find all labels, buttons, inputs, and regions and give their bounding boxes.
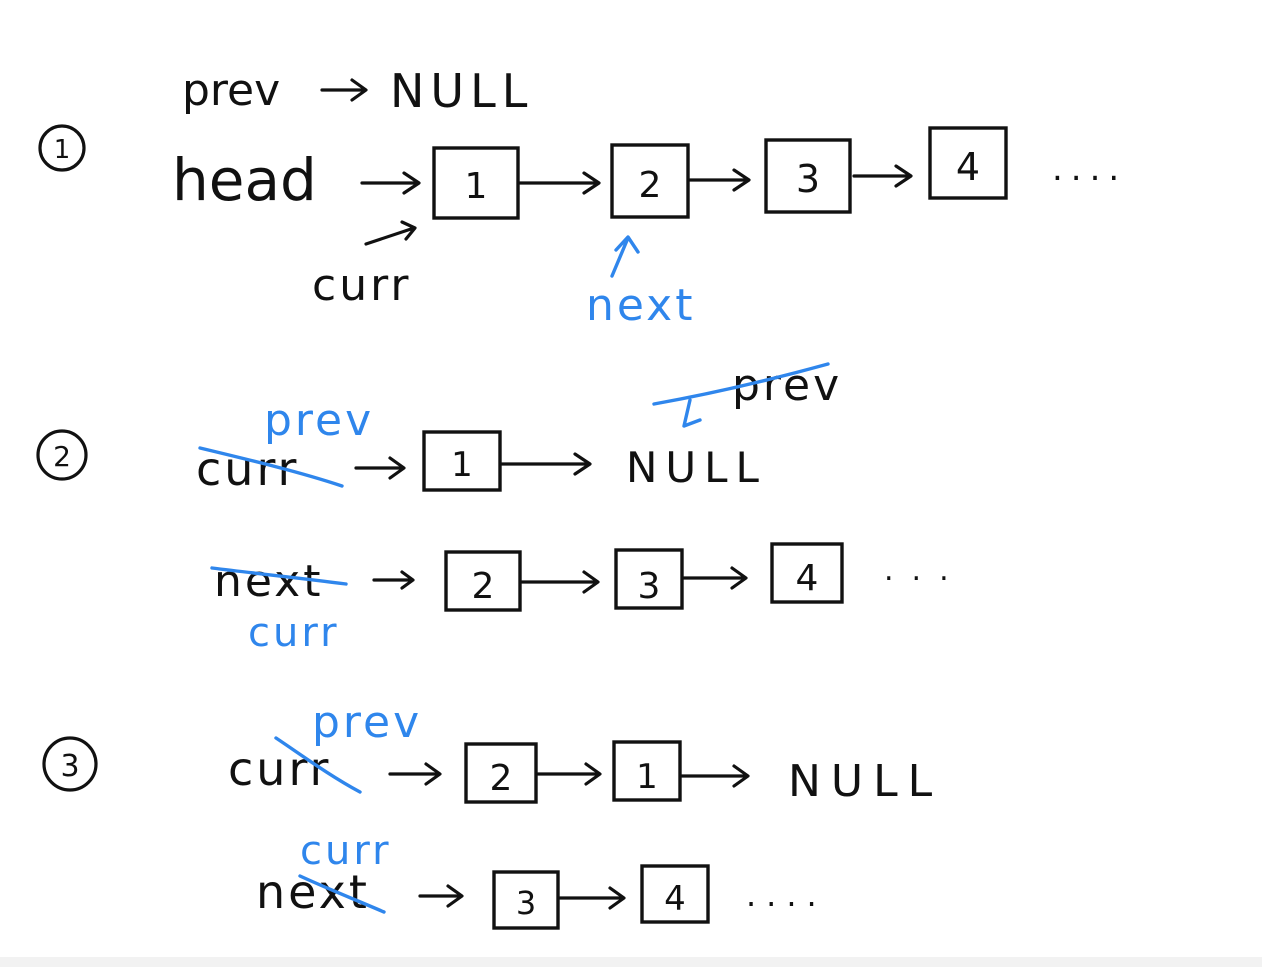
step-2-node-1: 1 [422,430,502,492]
node-value: 2 [472,566,495,607]
arrow-icon [500,452,592,476]
step-2-null: NULL [626,443,767,492]
step-2-marker: 2 [36,429,88,481]
step-2-node-3: 3 [614,548,684,610]
node-value: 2 [490,758,513,799]
arrow-icon [680,764,750,788]
arrow-icon [360,171,421,195]
arrow-icon [558,886,626,910]
step-1-head-label: head [172,146,317,214]
step-1-prev-null: NULL [390,64,533,118]
node-value: 1 [451,445,473,485]
step-3-node-1: 1 [612,740,682,802]
node-value: 4 [956,145,980,189]
arrow-icon [536,762,602,786]
node-value: 1 [636,757,658,797]
strike-through [210,566,348,586]
step-2-next-struck: next [214,556,323,607]
bottom-strip [0,957,1262,967]
step-3-node-2: 2 [464,742,538,804]
step-3: 3 prev curr 2 1 NULL curr next 3 4 [42,697,942,930]
step-2-marker-label: 2 [53,440,71,473]
step-1-node-2: 2 [610,143,690,219]
arrow-icon [688,168,751,192]
arrow-icon [520,570,600,594]
step-2-ellipsis: ... [884,553,967,588]
node-value: 3 [516,884,536,922]
step-1-curr-label: curr [312,260,411,311]
arrow-icon [372,570,415,590]
step-1-next-label: next [586,280,695,331]
step-3-null: NULL [788,756,942,807]
node-value: 1 [465,166,488,207]
step-1-node-4: 4 [928,126,1008,200]
node-value: 3 [638,566,661,607]
step-1-prev-label: prev [182,65,280,116]
arrow-icon [388,762,442,786]
step-2-prev-replacement: prev [264,395,374,446]
arrow-icon [364,220,417,246]
step-3-prev-replacement: prev [312,697,422,748]
step-2-curr-replacement: curr [248,610,340,656]
strike-through [274,736,362,794]
step-3-node-3: 3 [492,870,560,930]
node-value: 3 [796,157,820,201]
strike-through [298,874,386,914]
step-1-node-3: 3 [764,138,852,214]
arrow-icon [518,171,601,195]
step-3-ellipsis: .... [746,876,827,914]
step-1: 1 prev NULL head 1 2 3 4 .... [38,64,1127,331]
arrow-icon [320,78,368,102]
step-3-marker: 3 [42,736,98,792]
step-2-node-4: 4 [770,542,844,604]
step-2: 2 prev curr 1 NULL prev next curr 2 3 [36,360,967,656]
step-3-next-struck: next [256,865,370,919]
node-value: 4 [664,879,686,919]
step-2-node-2: 2 [444,550,522,612]
node-value: 2 [639,165,662,206]
step-1-marker: 1 [38,124,86,172]
step-1-marker-label: 1 [54,135,71,165]
arrow-up-icon [610,235,640,278]
node-value: 4 [796,558,819,599]
arrow-icon [682,566,748,590]
arrow-icon [852,164,913,188]
step-3-node-4: 4 [640,864,710,924]
arrow-icon [418,884,464,908]
strike-through [652,362,830,406]
step-1-ellipsis: .... [1052,149,1127,189]
arrow-down-icon [682,398,702,428]
step-1-node-1: 1 [432,146,520,220]
step-3-curr-struck: curr [228,742,331,796]
strike-through [198,446,344,488]
step-3-marker-label: 3 [60,749,79,784]
arrow-icon [354,456,406,480]
step-3-curr-replacement: curr [300,828,392,874]
